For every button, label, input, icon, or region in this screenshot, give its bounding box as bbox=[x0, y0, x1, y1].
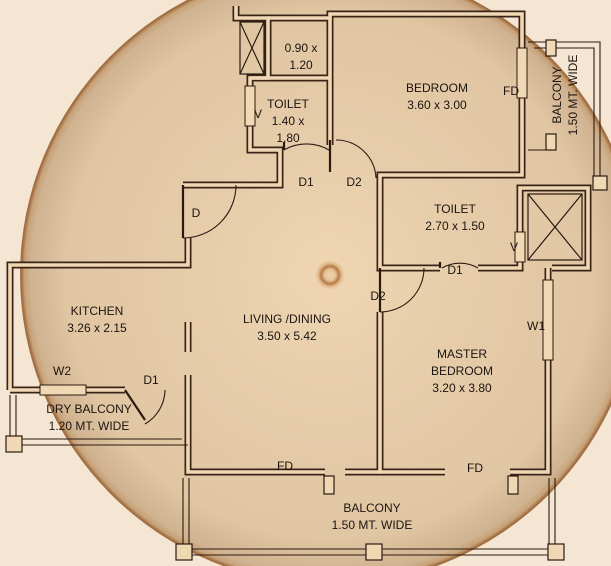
mark-w1-master: W1 bbox=[527, 319, 545, 333]
svg-text:3.50 x 5.42: 3.50 x 5.42 bbox=[257, 329, 317, 343]
mark-d2-master: D2 bbox=[370, 289, 386, 303]
svg-text:1.50 MT. WIDE: 1.50 MT. WIDE bbox=[332, 518, 413, 532]
mark-d-main: D bbox=[192, 206, 201, 220]
label-kitchen: KITCHEN 3.26 x 2.15 bbox=[67, 304, 127, 335]
door-kitchen-d1 bbox=[124, 389, 166, 425]
shaft-right bbox=[527, 193, 583, 261]
svg-text:3.20 x 3.80: 3.20 x 3.80 bbox=[432, 381, 492, 395]
label-toilet-right: TOILET 2.70 x 1.50 bbox=[425, 202, 485, 233]
mark-d1-toilet-left: D1 bbox=[298, 175, 314, 189]
mark-d1-kitchen: D1 bbox=[143, 373, 159, 387]
window-kitchen-w2 bbox=[39, 384, 87, 396]
svg-text:BALCONY: BALCONY bbox=[550, 66, 564, 123]
svg-text:1.50 MT. WIDE: 1.50 MT. WIDE bbox=[566, 55, 580, 136]
mark-d1-toilet-right: D1 bbox=[447, 263, 463, 277]
mark-fd-master: FD bbox=[467, 461, 483, 475]
svg-text:BALCONY: BALCONY bbox=[343, 501, 400, 515]
dry-balcony-railing bbox=[5, 395, 188, 453]
door-toilet-right-d1 bbox=[438, 262, 479, 269]
mark-d2-bedroom: D2 bbox=[346, 175, 362, 189]
label-toilet-left: TOILET 1.40 x 1.80 bbox=[267, 97, 309, 145]
mark-fd-bedroom: FD bbox=[503, 84, 519, 98]
mark-w2-kitchen: W2 bbox=[53, 364, 71, 378]
label-dry-balcony: DRY BALCONY 1.20 MT. WIDE bbox=[46, 402, 132, 433]
svg-text:3.60 x 3.00: 3.60 x 3.00 bbox=[407, 98, 467, 112]
door-bedroom-d2 bbox=[328, 139, 377, 179]
svg-text:TOILET: TOILET bbox=[267, 97, 309, 111]
label-balcony-bottom: BALCONY 1.50 MT. WIDE bbox=[332, 501, 413, 532]
label-living: LIVING /DINING 3.50 x 5.42 bbox=[243, 312, 331, 343]
mark-v-toilet-right: V bbox=[510, 240, 518, 254]
svg-text:KITCHEN: KITCHEN bbox=[71, 304, 124, 318]
svg-text:BEDROOM: BEDROOM bbox=[431, 364, 493, 378]
label-master: MASTER BEDROOM 3.20 x 3.80 bbox=[431, 347, 493, 395]
window-bedroom-right bbox=[516, 47, 528, 99]
window-toilet-right-v bbox=[514, 231, 526, 263]
label-shaft-top: 0.90 x 1.20 bbox=[285, 41, 318, 72]
label-balcony-right: BALCONY 1.50 MT. WIDE bbox=[550, 55, 580, 136]
svg-text:MASTER: MASTER bbox=[437, 347, 487, 361]
svg-text:3.26 x 2.15: 3.26 x 2.15 bbox=[67, 321, 127, 335]
svg-text:2.70 x 1.50: 2.70 x 1.50 bbox=[425, 219, 485, 233]
door-toilet-left-d1 bbox=[282, 142, 330, 151]
window-toilet-left-v bbox=[244, 85, 256, 127]
door-master-d2 bbox=[378, 267, 425, 313]
door-main-d bbox=[181, 184, 237, 239]
balcony-right-railing bbox=[528, 39, 608, 191]
svg-text:TOILET: TOILET bbox=[434, 202, 476, 216]
walls-inner bbox=[8, 6, 590, 474]
svg-text:1.20: 1.20 bbox=[289, 58, 313, 72]
svg-text:0.90 x: 0.90 x bbox=[285, 41, 318, 55]
mark-v-toilet-left: V bbox=[254, 107, 262, 121]
svg-text:1.40 x: 1.40 x bbox=[272, 114, 305, 128]
shaft-left bbox=[239, 21, 265, 75]
svg-text:LIVING /DINING: LIVING /DINING bbox=[243, 312, 331, 326]
svg-text:1.80: 1.80 bbox=[276, 131, 300, 145]
window-master-w1 bbox=[542, 279, 554, 361]
balcony-bottom-railing bbox=[175, 475, 565, 561]
svg-text:BEDROOM: BEDROOM bbox=[406, 81, 468, 95]
label-bedroom: BEDROOM 3.60 x 3.00 bbox=[406, 81, 468, 112]
svg-text:DRY BALCONY: DRY BALCONY bbox=[46, 402, 132, 416]
tree-rings-shade bbox=[20, 0, 611, 566]
mark-fd-living: FD bbox=[277, 459, 293, 473]
svg-text:1.20 MT. WIDE: 1.20 MT. WIDE bbox=[49, 419, 130, 433]
